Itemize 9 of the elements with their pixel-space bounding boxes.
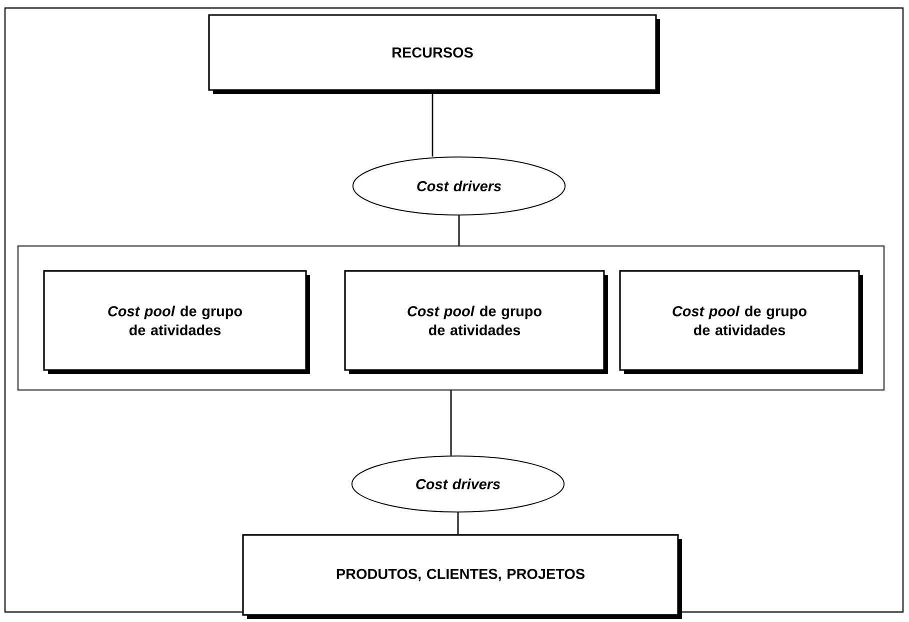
connector-line (450, 390, 452, 456)
process-box: Cost pool de grupo de atividades (619, 270, 863, 374)
process-box: Cost pool de grupo de atividades (344, 270, 608, 374)
process-box: PRODUTOS, CLIENTES, PROJETOS (242, 534, 682, 619)
process-box: Cost pool de grupo de atividades (43, 270, 310, 374)
connector-line (458, 215, 460, 246)
connector-line (457, 512, 459, 534)
group-band (18, 245, 884, 390)
process-box: RECURSOS (208, 14, 660, 94)
